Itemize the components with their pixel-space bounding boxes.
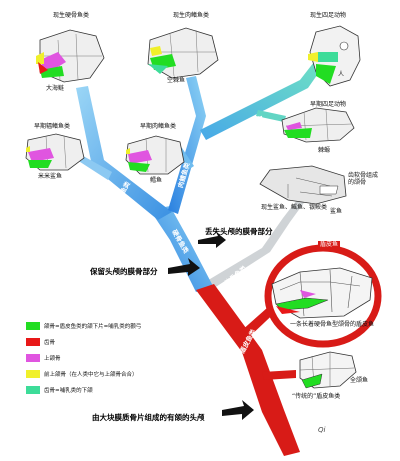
annotation-keep-dermal: 保留头颅的膜骨部分 (90, 267, 158, 276)
label-human: 人 (338, 71, 345, 78)
legend-row: 齿骨=哺乳类的下颌 (26, 383, 194, 399)
label-modern-lobe-fin: 现生肉鳍鱼类 (173, 12, 210, 19)
legend-label: 前上颌骨（在人类中它与上颌骨合合） (44, 372, 138, 378)
legend-swatch-dentary (26, 338, 40, 346)
chondrichthyes-branch (205, 196, 306, 290)
legend-swatch-premaxilla (26, 370, 40, 378)
legend-swatch-jaw (26, 322, 40, 330)
label-shark-note: 齿软骨组成 的颌骨 (348, 172, 379, 187)
legend-row: 前上颌骨（在人类中它与上颌骨合合） (26, 367, 194, 383)
ancestor-arrow (222, 400, 254, 420)
label-modern-tetrapods: 现生四足动物 (310, 12, 347, 19)
label-placoderm-desc: 一条长着硬骨鱼型颌骨的盾皮鱼 (290, 321, 375, 328)
legend-swatch-mandible (26, 386, 40, 394)
legend-label: 齿骨=哺乳类的下颌 (44, 388, 93, 394)
label-ichthyostega: 棘螈 (318, 147, 331, 154)
artist-signature: Qi (318, 426, 326, 434)
legend-label: 齿骨 (44, 340, 56, 346)
label-shark: 鲨鱼 (330, 208, 343, 215)
early-tetrapod-branch (256, 110, 286, 122)
label-coelacanth: 空棘鱼 (167, 77, 186, 84)
label-cheirolepis: 米米鲨鱼 (38, 173, 63, 180)
label-placoderm-circle: 盾皮鱼 (318, 241, 341, 249)
label-shark-group: 现生鲨鱼、鳐鱼、银鲛类 (261, 204, 328, 211)
traditional-placoderm-skull (299, 351, 357, 389)
sandfish-branch (262, 370, 296, 380)
annotation-ancestor-skull: 由大块膜质骨片组成的有颌的头颅 (92, 413, 205, 422)
label-eusthenopteron: 鳕鱼 (150, 177, 163, 184)
legend-row: 颌骨=盾皮鱼类的颌下片=哺乳类的颧弓 (26, 319, 194, 335)
shark-skull (259, 165, 347, 205)
label-early-tetrapod: 早期四足动物 (310, 101, 347, 108)
placodermi-branch (196, 284, 300, 456)
lose-dermal-arrow (198, 232, 226, 248)
cheirolepis-skull (25, 133, 85, 171)
lobe-fin-branch (168, 76, 206, 214)
early-ray-fin-branch (74, 152, 112, 180)
label-sandfish: 全颌鱼 (350, 377, 369, 384)
keep-dermal-arrow (168, 258, 200, 276)
label-early-lobe-fin: 早期肉鳍鱼类 (140, 123, 177, 130)
label-modern-osteichthyes: 现生硬骨鱼类 (53, 12, 90, 19)
ray-fin-branch (76, 86, 172, 220)
label-sturgeon: 大海鲢 (46, 85, 65, 92)
eusthenopteron-skull (125, 135, 185, 175)
legend-label: 上颌骨 (44, 356, 61, 362)
human-skull (308, 25, 361, 87)
label-traditional-placoderm: “传统的”盾皮鱼类 (292, 393, 341, 400)
color-legend: 颌骨=盾皮鱼类的颌下片=哺乳类的颧弓 齿骨 上颌骨 前上颌骨（在人类中它与上颌骨… (26, 319, 194, 399)
tetrapod-branch (200, 62, 322, 140)
legend-row: 齿骨 (26, 335, 194, 351)
label-early-ray-fin: 早期辐鳍鱼类 (34, 123, 71, 130)
osteichthyes-branch (150, 206, 214, 292)
legend-swatch-maxilla (26, 354, 40, 362)
legend-row: 上颌骨 (26, 351, 194, 367)
legend-label: 颌骨=盾皮鱼类的颌下片=哺乳类的颧弓 (44, 324, 142, 330)
annotation-lose-dermal: 丢失头颅的膜骨部分 (205, 227, 273, 236)
entelognathus-skull (271, 267, 373, 319)
sturgeon-skull (36, 29, 105, 83)
coelacanth-skull (147, 27, 219, 79)
ichthyostega-skull (281, 107, 355, 143)
